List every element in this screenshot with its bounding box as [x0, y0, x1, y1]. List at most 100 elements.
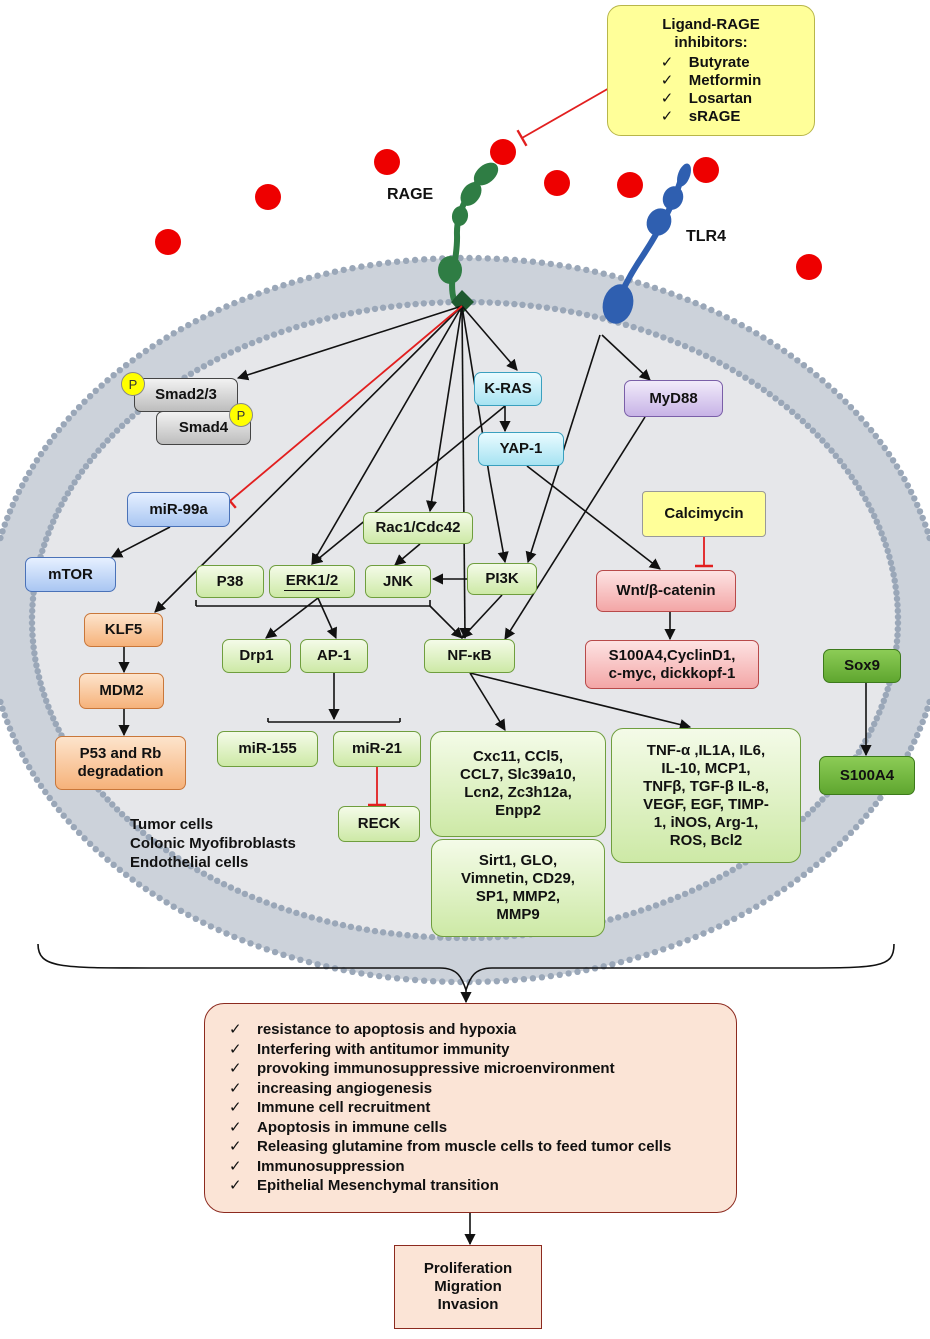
lipid-head: [215, 306, 222, 314]
lipid-head: [914, 501, 921, 509]
activation-arrow: [601, 334, 651, 381]
lipid-head: [911, 495, 918, 502]
lipid-head: [863, 812, 870, 819]
lipid-head: [323, 270, 330, 277]
lipid-head: [412, 300, 419, 308]
lipid-head: [135, 352, 143, 359]
lipid-head: [529, 975, 537, 982]
lipid-head: [591, 268, 599, 275]
lipid-head: [867, 806, 875, 814]
lipid-head: [293, 909, 300, 917]
lipid-head: [893, 638, 901, 645]
lipid-head: [271, 284, 279, 292]
check-icon: ✓: [660, 89, 674, 107]
lipid-head: [676, 940, 683, 947]
lipid-head: [848, 473, 855, 481]
lipid-head: [894, 631, 901, 639]
lipid-head: [877, 794, 884, 802]
lipid-head: [118, 422, 126, 429]
lipid-head: [437, 299, 444, 306]
lipid-head: [376, 260, 383, 268]
lipid-head: [379, 929, 387, 936]
lipid-head: [220, 881, 228, 888]
smad23-node: Smad2/3: [134, 378, 238, 412]
lipid-head: [556, 262, 563, 269]
activation-arrow: [469, 672, 692, 731]
lipid-head: [760, 899, 767, 906]
lipid-head: [559, 307, 567, 314]
lipid-head: [124, 815, 131, 823]
lipid-head: [731, 915, 738, 922]
activation-arrow: [317, 597, 337, 640]
lipid-head: [285, 326, 293, 333]
lipid-head: [873, 715, 880, 722]
lipid-head: [32, 656, 39, 663]
lipid-head: [207, 359, 214, 366]
lipid-head: [35, 674, 43, 681]
lipid-head: [75, 404, 83, 411]
lipid-head: [33, 457, 41, 464]
lipid-head: [819, 856, 826, 863]
effect-item: ✓Apoptosis in immune cells: [229, 1118, 448, 1136]
lipid-head: [493, 255, 500, 262]
lipid-head: [681, 890, 689, 898]
lipid-head: [547, 260, 554, 268]
lipid-head: [98, 851, 105, 858]
lipid-head: [842, 835, 849, 842]
lipid-head: [652, 331, 660, 338]
lipid-head: [575, 310, 583, 317]
lipid-head: [700, 303, 707, 310]
lipid-head: [404, 932, 411, 939]
lipid-head: [37, 450, 45, 458]
lipid-head: [872, 800, 879, 808]
lipid-head: [583, 311, 591, 319]
lipid-head: [39, 685, 46, 693]
lipid-head: [819, 796, 826, 803]
lipid-head: [234, 346, 242, 353]
lipid-head: [668, 290, 675, 297]
lipid-head: [760, 386, 767, 394]
ligand-dot: [544, 170, 570, 196]
lipid-head: [876, 709, 883, 716]
lipid-head: [859, 743, 866, 750]
ligand-dot: [490, 139, 516, 165]
lipid-head: [0, 705, 6, 712]
lipid-head: [660, 287, 667, 294]
activation-arrow: [459, 305, 471, 640]
lipid-head: [29, 631, 36, 639]
lipid-head: [324, 918, 331, 925]
lipid-head: [643, 282, 650, 289]
lipid-head: [919, 514, 926, 522]
rage-domain: [473, 162, 499, 186]
inhibitor-item: ✓Butyrate: [660, 53, 750, 71]
lipid-head: [760, 334, 767, 341]
lipid-head: [844, 468, 852, 475]
activation-arrow: [426, 305, 463, 513]
lipid-head: [766, 390, 773, 398]
phosphate-icon: P: [121, 372, 145, 396]
rage-domain: [460, 182, 482, 206]
lipid-head: [207, 874, 214, 881]
lipid-head: [61, 495, 68, 503]
lipid-head: [247, 940, 254, 947]
lipid-head: [503, 300, 510, 307]
lipid-head: [0, 528, 6, 535]
lipid-head: [511, 300, 518, 308]
lipid-head: [308, 319, 315, 326]
tlr4-label: TLR4: [686, 228, 726, 245]
lipid-head: [388, 303, 395, 310]
lipid-head: [809, 806, 817, 813]
lipid-head: [55, 507, 62, 514]
reck-node: RECK: [338, 806, 420, 842]
lipid-head: [520, 257, 528, 264]
lipid-head: [637, 907, 645, 914]
lipid-head: [314, 272, 321, 279]
lipid-head: [778, 399, 785, 406]
lipid-head: [873, 518, 880, 525]
lipid-head: [901, 475, 908, 483]
lipid-head: [684, 937, 691, 944]
lipid-head: [742, 374, 749, 381]
lipid-head: [34, 668, 41, 675]
lipid-head: [847, 404, 855, 411]
